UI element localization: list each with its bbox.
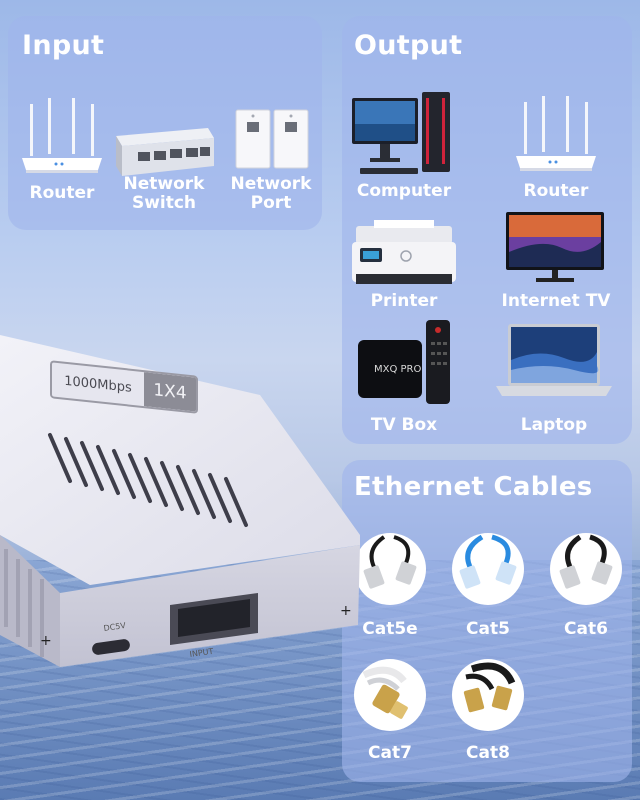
cable-label-cat5e: Cat5e bbox=[362, 619, 418, 639]
input-label-network-port: Network Port bbox=[230, 174, 312, 213]
printer-icon bbox=[352, 220, 456, 284]
computer-icon bbox=[352, 92, 450, 174]
output-title: Output bbox=[354, 30, 463, 61]
cable-connector-icon bbox=[363, 535, 417, 589]
tv-icon bbox=[506, 212, 604, 282]
output-label-computer: Computer bbox=[356, 181, 452, 201]
svg-text:+: + bbox=[340, 603, 352, 619]
cable-label-cat7: Cat7 bbox=[368, 743, 412, 763]
ports-label: 1X4 bbox=[144, 372, 196, 412]
cable-cat8-thumb bbox=[452, 659, 524, 731]
laptop-icon bbox=[496, 324, 612, 396]
cable-label-cat8: Cat8 bbox=[466, 743, 510, 763]
cable-connector-icon bbox=[362, 666, 408, 719]
svg-text:MXQ PRO: MXQ PRO bbox=[374, 364, 422, 375]
network-port-icon bbox=[235, 109, 309, 169]
output-label-internet-tv: Internet TV bbox=[501, 291, 611, 311]
router-icon bbox=[22, 98, 102, 173]
cable-connector-icon bbox=[463, 662, 516, 713]
cable-label-cat6: Cat6 bbox=[564, 619, 608, 639]
cable-cat6-thumb bbox=[550, 533, 622, 605]
cable-cat5-thumb bbox=[452, 533, 524, 605]
output-label-tv-box: TV Box bbox=[370, 415, 438, 435]
tv-box-icon: MXQ PRO bbox=[358, 320, 450, 404]
speed-label: 1000Mbps bbox=[64, 373, 132, 396]
cable-cat7-thumb bbox=[354, 659, 426, 731]
input-label-network-switch: Network Switch bbox=[123, 174, 205, 213]
output-label-router: Router bbox=[523, 181, 589, 201]
cables-title: Ethernet Cables bbox=[354, 472, 593, 502]
output-label-printer: Printer bbox=[370, 291, 438, 311]
input-title: Input bbox=[22, 30, 105, 61]
input-panel: Input Router Network Switch Network Port bbox=[8, 16, 322, 230]
svg-text:+: + bbox=[40, 633, 52, 649]
router-icon bbox=[516, 96, 596, 171]
cable-label-cat5: Cat5 bbox=[466, 619, 510, 639]
cable-connector-icon bbox=[559, 534, 613, 589]
input-label-router: Router bbox=[29, 183, 95, 203]
cable-cat5e-thumb bbox=[354, 533, 426, 605]
cable-connector-icon bbox=[459, 534, 517, 589]
output-label-laptop: Laptop bbox=[520, 415, 588, 435]
output-panel: Output Computer Router Printer bbox=[342, 16, 632, 444]
network-switch-icon bbox=[116, 128, 214, 176]
power-port-label: DC5V bbox=[103, 621, 127, 633]
lan-port-label: INPUT bbox=[189, 647, 214, 659]
